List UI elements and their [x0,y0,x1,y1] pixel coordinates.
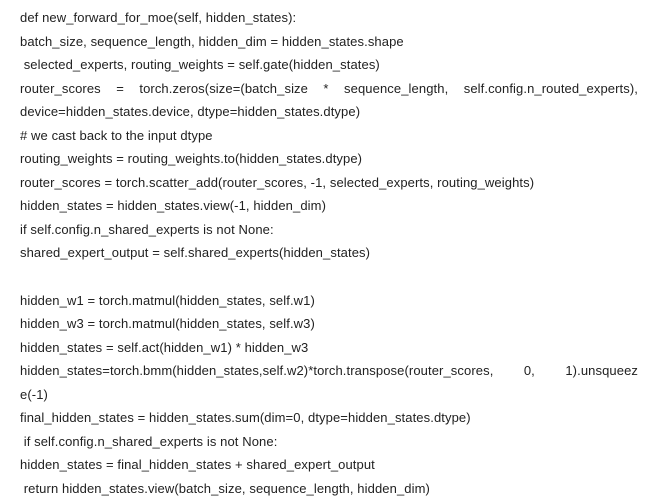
code-line: if self.config.n_shared_experts is not N… [20,433,278,449]
code-line: e(-1) [20,386,48,402]
code-line: shared_expert_output = self.shared_exper… [20,245,371,261]
code-line: selected_experts, routing_weights = self… [20,57,380,73]
code-line: hidden_states = self.act(hidden_w1) * hi… [20,339,309,355]
code-line: routing_weights = routing_weights.to(hid… [20,151,363,167]
code-line: hidden_states = hidden_states.view(-1, h… [20,198,326,214]
code-line: if self.config.n_shared_experts is not N… [20,221,274,237]
code-line: return hidden_states.view(batch_size, se… [20,480,430,496]
code-line: batch_size, sequence_length, hidden_dim … [20,33,404,49]
code-line: device=hidden_states.device, dtype=hidde… [20,104,361,120]
code-line: hidden_states=torch.bmm(hidden_states,se… [20,363,638,379]
code-line: final_hidden_states = hidden_states.sum(… [20,410,471,426]
code-line: hidden_w1 = torch.matmul(hidden_states, … [20,292,315,308]
code-line: # we cast back to the input dtype [20,127,213,143]
code-line: router_scores = torch.zeros(size=(batch_… [20,80,638,96]
code-line: router_scores = torch.scatter_add(router… [20,174,535,190]
code-line: hidden_states = final_hidden_states + sh… [20,457,375,473]
code-block: def new_forward_for_moe(self, hidden_sta… [20,6,638,500]
code-line: def new_forward_for_moe(self, hidden_sta… [20,10,297,25]
code-line: hidden_w3 = torch.matmul(hidden_states, … [20,316,315,332]
code-line [20,265,638,289]
